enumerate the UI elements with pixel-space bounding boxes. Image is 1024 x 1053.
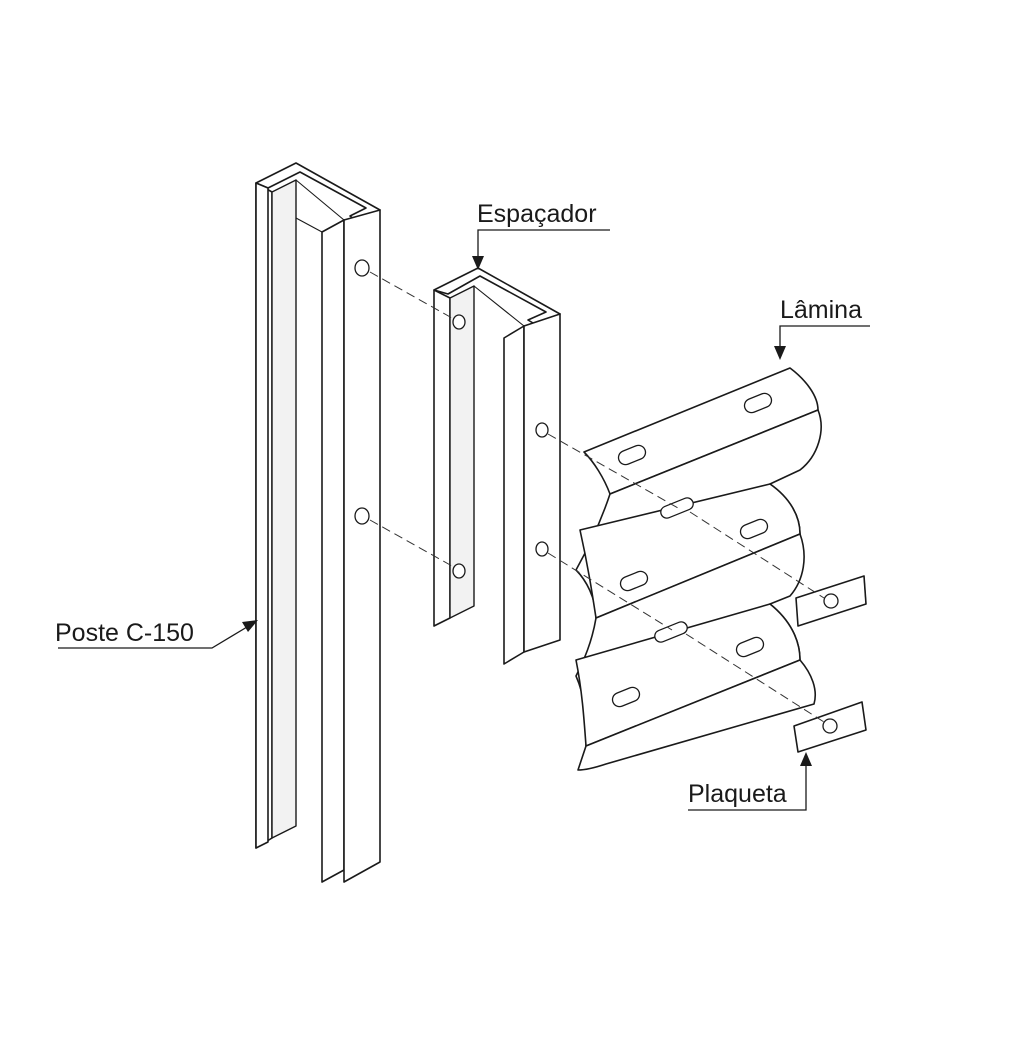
poste-hole-bottom bbox=[354, 507, 370, 525]
poste-c150 bbox=[255, 162, 381, 883]
label-lamina: Lâmina bbox=[774, 296, 870, 360]
espacador-hole-bottom-back bbox=[452, 563, 466, 579]
plaqueta-label: Plaqueta bbox=[688, 780, 787, 808]
lamina bbox=[575, 367, 822, 771]
espacador-hole-bottom-front bbox=[535, 541, 549, 557]
label-poste: Poste C-150 bbox=[55, 619, 258, 649]
espacador-label: Espaçador bbox=[477, 200, 597, 228]
plaqueta-bottom bbox=[793, 701, 867, 753]
poste-label: Poste C-150 bbox=[55, 619, 194, 647]
poste-hole-top bbox=[354, 259, 370, 277]
lamina-label: Lâmina bbox=[780, 296, 862, 324]
label-plaqueta: Plaqueta bbox=[688, 752, 812, 811]
espacador-hole-top-back bbox=[452, 314, 466, 330]
plaqueta-top bbox=[795, 575, 867, 627]
espacador-hole-top-front bbox=[535, 422, 549, 438]
label-espacador: Espaçador bbox=[472, 200, 610, 270]
alignment-lines bbox=[369, 271, 825, 723]
espacador bbox=[433, 267, 561, 665]
